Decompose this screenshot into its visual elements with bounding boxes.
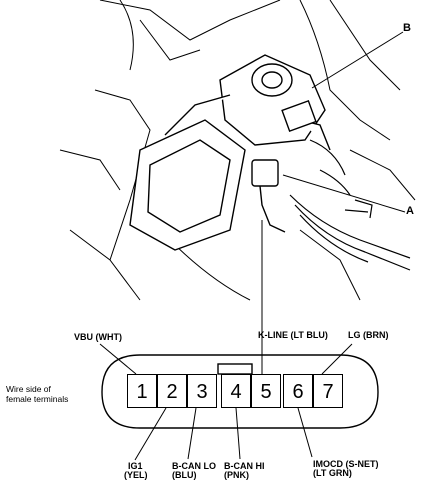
label-b-can-lo-color: (BLU): [172, 470, 197, 480]
label-imocd: IMOCD (S-NET): [313, 459, 379, 469]
pin-6: 6: [283, 374, 313, 408]
label-k-line-lt-blu: K-LINE (LT BLU): [258, 330, 328, 340]
label-ig1: IG1: [128, 461, 143, 471]
pin-2: 2: [157, 374, 187, 408]
callout-a: A: [406, 205, 414, 217]
pin-3: 3: [187, 374, 217, 408]
label-lg-brn: LG (BRN): [348, 330, 389, 340]
label-b-can-hi-color: (PNK): [224, 470, 249, 480]
wire-side-label-line1: Wire side of: [6, 384, 51, 394]
column-housing: [129, 54, 331, 251]
pin-1: 1: [127, 374, 157, 408]
label-b-can-hi: B-CAN HI: [224, 461, 265, 471]
pin-5: 5: [251, 374, 281, 408]
callout-leaders: [282, 31, 406, 213]
background-line-art: [59, 0, 416, 301]
wire-side-label-line2: female terminals: [6, 394, 69, 404]
pin-leaders: [99, 220, 353, 461]
label-imocd-color: (LT GRN): [313, 468, 352, 478]
label-b-can-lo: B-CAN LO: [172, 461, 216, 471]
label-vbu-wht: VBU (WHT): [74, 332, 122, 342]
label-ig1-color: (YEL): [124, 470, 148, 480]
wire-harness: [289, 139, 411, 271]
callout-b: B: [403, 22, 411, 34]
pin-7: 7: [313, 374, 343, 408]
pin-4: 4: [221, 374, 251, 408]
